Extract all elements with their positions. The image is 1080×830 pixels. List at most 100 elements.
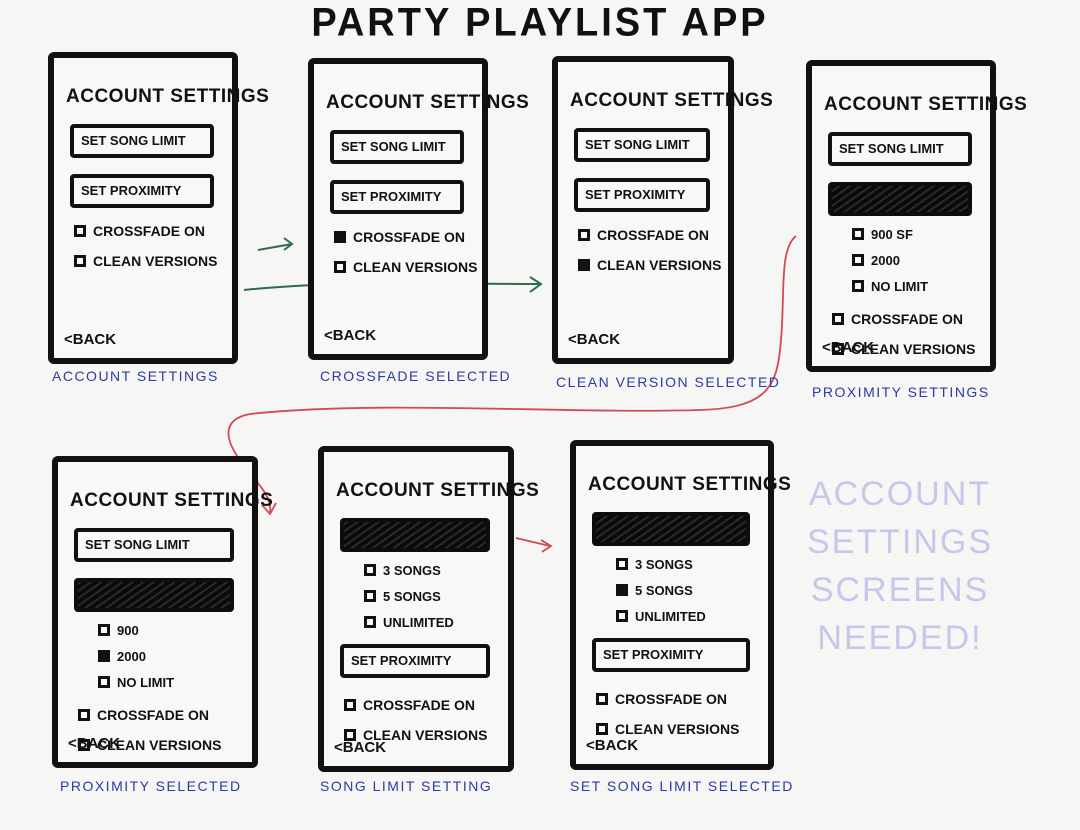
option-label: CLEAN VERSIONS [353,259,478,275]
option-label: CROSSFADE ON [363,697,476,713]
checkbox-icon[interactable] [74,255,86,267]
set-proximity-button[interactable]: SET PROXIMITY [592,638,750,672]
checkbox-icon[interactable] [344,699,356,711]
option-label: 2000 [117,649,146,664]
screen-title: ACCOUNT SETTINGS [336,480,540,501]
sub-option-unlimited[interactable]: UNLIMITED [364,612,454,634]
sub-option-3-songs[interactable]: 3 SONGS [364,560,441,582]
phone-screen: ACCOUNT SETTINGS SET SONG LIMIT SET PROXIM… [552,56,774,364]
checkbox-icon[interactable] [78,739,90,751]
checkbox-icon[interactable] [852,228,864,240]
sub-option-5-songs[interactable]: 5 SONGS [364,586,441,608]
checkbox-icon[interactable] [832,313,844,325]
checkbox-icon[interactable] [852,254,864,266]
sub-option-5-songs[interactable]: 5 SONGS [616,580,693,602]
option-label: CROSSFADE ON [353,229,466,245]
back-button[interactable]: <BACK [334,739,387,756]
set-proximity-button[interactable]: SET PROXIMITY [330,180,464,214]
sub-option-no-limit[interactable]: NO LIMIT [98,672,174,694]
option-clean-versions[interactable]: CLEAN VERSIONS [596,718,739,740]
option-label: 5 SONGS [383,589,441,604]
checkbox-icon[interactable] [616,584,628,596]
sub-option-3-songs[interactable]: 3 SONGS [616,554,693,576]
sub-option-no-limit[interactable]: NO LIMIT [852,276,928,298]
checkbox-icon[interactable] [616,558,628,570]
sub-option-2000[interactable]: 2000 [852,250,900,272]
checkbox-icon[interactable] [74,225,86,237]
option-label: CLEAN VERSIONS [97,737,222,753]
checkbox-icon[interactable] [98,624,110,636]
checkbox-icon[interactable] [852,280,864,292]
checkbox-icon[interactable] [578,259,590,271]
back-button[interactable]: <BACK [586,737,639,754]
option-crossfade-on[interactable]: CROSSFADE ON [334,226,465,248]
option-crossfade-on[interactable]: CROSSFADE ON [74,220,205,242]
back-button[interactable]: <BACK [568,331,621,348]
checkbox-icon[interactable] [596,693,608,705]
set-song-limit-button[interactable] [340,518,490,552]
checkbox-icon[interactable] [578,229,590,241]
screen-title: ACCOUNT SETTINGS [588,474,792,495]
option-crossfade-on[interactable]: CROSSFADE ON [578,224,709,246]
set-proximity-button[interactable]: SET PROXIMITY [340,644,490,678]
checkbox-icon[interactable] [78,709,90,721]
option-label: CROSSFADE ON [93,223,206,239]
set-song-limit-button[interactable]: SET SONG LIMIT [330,130,464,164]
set-proximity-button[interactable] [828,182,972,216]
option-clean-versions[interactable]: CLEAN VERSIONS [832,338,975,360]
option-crossfade-on[interactable]: CROSSFADE ON [596,688,727,710]
option-label: 900 [117,623,139,638]
option-label: UNLIMITED [635,609,706,624]
back-button[interactable]: <BACK [822,339,875,356]
back-button[interactable]: <BACK [324,327,377,344]
screen-caption: SET SONG LIMIT SELECTED [570,778,794,794]
note-line: NEEDED! [817,619,983,657]
screen-title: ACCOUNT SETTINGS [66,86,270,107]
checkbox-icon[interactable] [616,610,628,622]
sub-option-900[interactable]: 900 [98,620,139,642]
checkbox-icon[interactable] [334,231,346,243]
page-title: PARTY PLAYLIST APP [311,0,769,46]
option-clean-versions[interactable]: CLEAN VERSIONS [78,734,221,756]
checkbox-icon[interactable] [832,343,844,355]
set-song-limit-button[interactable]: SET SONG LIMIT [74,528,234,562]
set-song-limit-button[interactable]: SET SONG LIMIT [70,124,214,158]
note-line: SETTINGS [806,523,994,561]
option-crossfade-on[interactable]: CROSSFADE ON [832,308,963,330]
note-line: SCREENS [810,571,990,609]
sub-option-unlimited[interactable]: UNLIMITED [616,606,706,628]
checkbox-icon[interactable] [596,723,608,735]
sub-option-900-sf[interactable]: 900 SF [852,224,913,246]
option-crossfade-on[interactable]: CROSSFADE ON [78,704,209,726]
back-button[interactable]: <BACK [68,735,121,752]
set-song-limit-button[interactable] [592,512,750,546]
option-label: CROSSFADE ON [851,311,964,327]
option-clean-versions[interactable]: CLEAN VERSIONS [344,724,487,746]
checkbox-icon[interactable] [364,590,376,602]
set-song-limit-button[interactable]: SET SONG LIMIT [828,132,972,166]
checkbox-icon[interactable] [98,676,110,688]
phone-screen: ACCOUNT SETTINGS SET SONG LIMIT SET PROXIM… [48,52,270,364]
screen-caption: ACCOUNT SETTINGS [52,368,219,384]
checkbox-icon[interactable] [334,261,346,273]
checkbox-icon[interactable] [98,650,110,662]
option-label: CROSSFADE ON [97,707,210,723]
set-song-limit-button[interactable]: SET SONG LIMIT [574,128,710,162]
option-clean-versions[interactable]: CLEAN VERSIONS [74,250,217,272]
checkbox-icon[interactable] [364,616,376,628]
option-clean-versions[interactable]: CLEAN VERSIONS [578,254,721,276]
set-proximity-button[interactable] [74,578,234,612]
checkbox-icon[interactable] [344,729,356,741]
screen-title: ACCOUNT SETTINGS [570,90,774,111]
screen-caption: PROXIMITY SELECTED [60,778,242,794]
set-proximity-button[interactable]: SET PROXIMITY [574,178,710,212]
option-clean-versions[interactable]: CLEAN VERSIONS [334,256,477,278]
checkbox-icon[interactable] [364,564,376,576]
set-proximity-button[interactable]: SET PROXIMITY [70,174,214,208]
back-button[interactable]: <BACK [64,331,117,348]
option-crossfade-on[interactable]: CROSSFADE ON [344,694,475,716]
sub-option-2000[interactable]: 2000 [98,646,146,668]
